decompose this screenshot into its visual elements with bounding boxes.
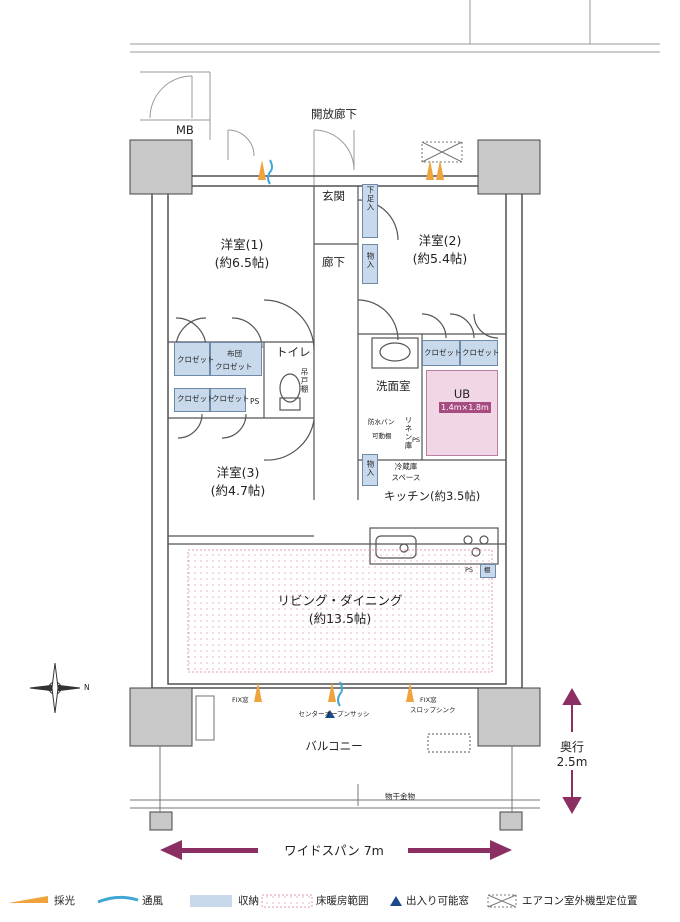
ps-label-2: PS [412, 436, 421, 444]
western-room-1-name: 洋室(1) [220, 237, 264, 252]
closet-2b-label: クロゼット [462, 348, 500, 357]
unit-bath [426, 370, 498, 456]
living-dining: リビング・ダイニング (約13.5帖) [277, 592, 402, 628]
hanger-label: 物干金物 [385, 792, 415, 801]
closet-3a-label: クロゼット [177, 394, 215, 403]
fridge-label-2: スペース [391, 473, 421, 482]
depth-dimension: 奥行 2.5m [552, 738, 592, 769]
legend-wind: 通風 [142, 895, 163, 907]
western-room-1: 洋室(1) (約6.5帖) [215, 236, 270, 272]
living-dining-name: リビング・ダイニング [277, 593, 403, 608]
closet-3b [210, 388, 246, 412]
ps-label-1: PS [250, 397, 260, 406]
western-room-2-size: (約5.4帖) [412, 251, 468, 266]
hall-storage [362, 244, 378, 284]
depth-label: 奥行 [559, 740, 584, 754]
entrance-label: 玄関 [322, 189, 345, 203]
closet-3b-label: クロゼット [212, 394, 250, 403]
waterproof-pan-label: 防水パン [368, 418, 395, 426]
slop-sink-label: スロップシンク [410, 706, 456, 714]
shoe-cabinet-label: 下足入 [366, 186, 375, 212]
legend: 採光 通風 収納 床暖房範囲 出入り可能窓 エアコン室外機型定位置 [0, 888, 680, 912]
mb-label: MB [176, 123, 194, 137]
western-room-2-name: 洋室(2) [418, 233, 462, 248]
futon-label: 布団 [227, 349, 242, 358]
corridor-label: 開放廊下 [311, 107, 357, 121]
fix-window-2: FIX窓 [420, 696, 437, 704]
center-open-sash-label: センターオープンサッシ [298, 710, 370, 718]
closet-2a [422, 340, 460, 366]
north-label: N [84, 683, 90, 692]
western-room-1-size: (約6.5帖) [214, 255, 270, 270]
western-room-2: 洋室(2) (約5.4帖) [413, 232, 468, 268]
fix-window-1: FIX窓 [232, 696, 249, 704]
legend-floorheat: 床暖房範囲 [316, 895, 369, 907]
kitchen-storage-label: 物入 [366, 460, 375, 477]
kitchen-shelf [480, 564, 496, 578]
washroom-label: 洗面室 [376, 379, 411, 393]
ub-label: UB [453, 387, 471, 401]
legend-light: 採光 [54, 895, 75, 907]
kitchen-label: キッチン(約3.5帖) [384, 489, 481, 503]
movable-shelf-label: 可動棚 [372, 432, 392, 440]
shoe-cabinet [362, 184, 378, 238]
toilet-label: トイレ [276, 345, 311, 359]
legend-access: 出入り可能窓 [406, 895, 469, 907]
closet-1a [174, 342, 210, 376]
closet-2b [460, 340, 498, 366]
kitchen-storage [362, 454, 378, 486]
closet-1a-label: クロゼット [177, 355, 215, 364]
closet-2a-label: クロゼット [424, 348, 462, 357]
ps-label-3: PS [465, 566, 474, 574]
closet-3a [174, 388, 210, 412]
kitchen-shelf-label: 棚 [484, 566, 491, 574]
futon-closet-label: クロゼット [215, 362, 253, 371]
hall-label: 廊下 [322, 255, 345, 269]
fridge-label-1: 冷蔵庫 [394, 462, 418, 471]
western-room-3-name: 洋室(3) [216, 465, 260, 480]
balcony-label: バルコニー [305, 739, 363, 753]
futon-closet [210, 342, 262, 376]
wide-span-label: ワイドスパン 7m [284, 843, 384, 858]
depth-value: 2.5m [556, 755, 588, 769]
western-room-3-size: (約4.7帖) [210, 483, 266, 498]
hall-storage-label: 物入 [366, 252, 375, 269]
legend-storage: 収納 [238, 895, 259, 907]
linen-label: リネン庫 [404, 416, 413, 450]
legend-ac: エアコン室外機型定位置 [522, 895, 638, 907]
hanging-cabinet-label: 吊戸棚 [300, 368, 309, 394]
living-dining-size: (約13.5帖) [308, 611, 372, 626]
western-room-3: 洋室(3) (約4.7帖) [211, 464, 266, 500]
ub-size: 1.4m×1.8m [439, 402, 491, 413]
